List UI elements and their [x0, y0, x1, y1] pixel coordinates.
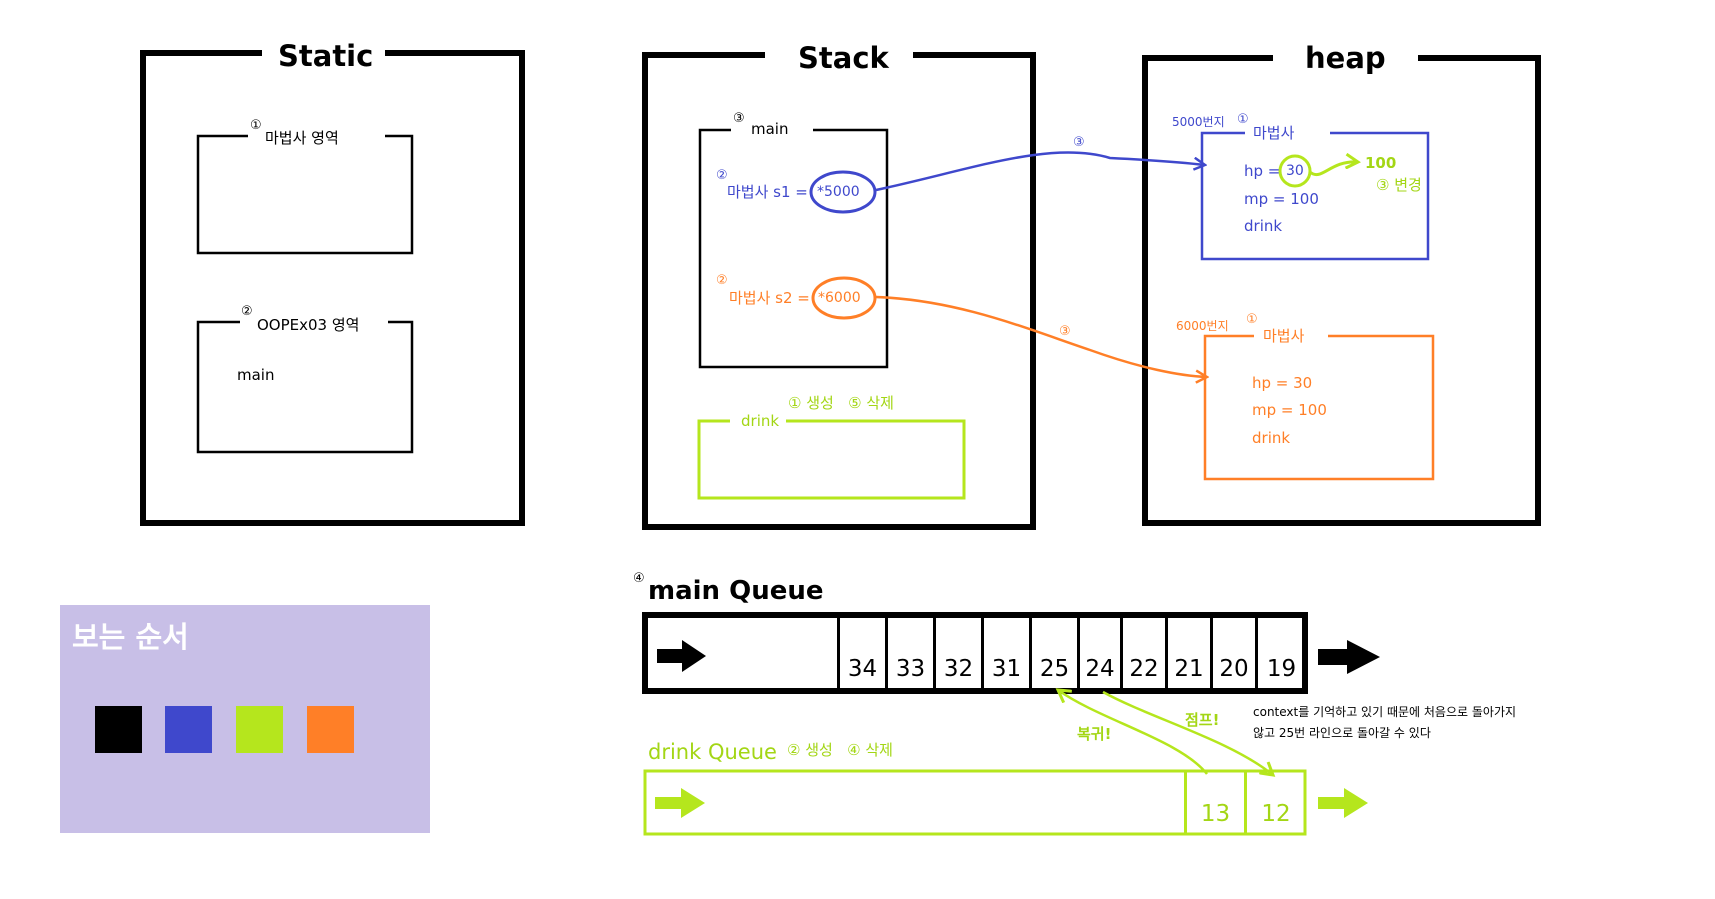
drink-frame-box	[697, 419, 966, 500]
s1-label: 마법사 s1 =	[727, 183, 808, 201]
main-queue-title: main Queue	[648, 576, 824, 606]
legend-title: 보는 순서	[72, 620, 189, 654]
context-note-line1: context를 기억하고 있기 때문에 처음으로 돌아가지	[1253, 705, 1517, 719]
heap-obj1-box	[1200, 131, 1430, 261]
heap-box	[1142, 55, 1541, 526]
drink-queue-in-arrow	[655, 788, 705, 818]
main-queue-box	[642, 612, 1308, 694]
obj1-hp-new-value: 100	[1365, 154, 1397, 172]
obj2-drink: drink	[1252, 429, 1291, 447]
drink-queue-box	[643, 769, 1307, 836]
obj2-address: 6000번지	[1176, 319, 1229, 333]
obj1-address: 5000번지	[1172, 115, 1225, 129]
s2-ref: *6000	[818, 290, 861, 306]
main-queue-cells: 34 33 32 31 25 24 22 21 20 19	[645, 615, 1305, 691]
drink-queue-cell: 13	[1184, 771, 1244, 834]
ref-arrow-s2	[875, 295, 1207, 377]
main-queue: 34 33 32 31 25 24 22 21 20 19	[645, 615, 1305, 691]
drink-queue-note: ② 생성 ④ 삭제	[787, 741, 893, 759]
obj1-number: ①	[1237, 112, 1249, 127]
obj1-change-note: ③ 변경	[1376, 176, 1422, 194]
drink-queue: 13 12	[645, 771, 1305, 834]
main-queue-in-arrow	[657, 640, 706, 672]
return-label: 복귀!	[1077, 725, 1112, 743]
class-area-label: OOPEx03 영역	[257, 316, 360, 334]
main-queue-cell: 32	[933, 615, 981, 691]
obj1-mp: mp = 100	[1244, 190, 1319, 208]
s1-number: ②	[716, 168, 728, 183]
drink-queue-cell: 12	[1244, 771, 1305, 834]
ref-s2-ellipse	[811, 276, 877, 320]
main-queue-cell: 33	[885, 615, 933, 691]
legend-swatch-orange	[307, 706, 354, 753]
obj2-mp: mp = 100	[1252, 401, 1327, 419]
main-queue-cell: 24	[1077, 615, 1120, 691]
return-arrow	[1058, 690, 1208, 775]
obj2-label: 마법사	[1263, 327, 1305, 345]
main-queue-cell: 20	[1210, 615, 1255, 691]
hp-change-arrow	[1309, 162, 1358, 177]
ref-s1-ellipse	[809, 170, 877, 214]
obj1-label: 마법사	[1253, 124, 1295, 142]
legend-swatch-black	[95, 706, 142, 753]
drink-queue-out-arrow	[1318, 788, 1368, 818]
stack-title: Stack	[798, 41, 889, 75]
main-queue-cell: 21	[1165, 615, 1210, 691]
stack-box	[642, 52, 1036, 530]
heap-title: heap	[1305, 41, 1386, 75]
ref-arrow-s1-label: ③	[1073, 135, 1085, 150]
main-frame-label: main	[751, 120, 789, 138]
jump-arrow	[1102, 690, 1273, 775]
obj1-drink: drink	[1244, 217, 1283, 235]
obj1-hp-value: 30	[1286, 163, 1304, 179]
s2-label: 마법사 s2 =	[729, 289, 810, 307]
main-queue-cell: 34	[837, 615, 885, 691]
obj2-number: ①	[1246, 312, 1258, 327]
main-queue-out-arrow	[1318, 640, 1380, 674]
class-area-main: main	[237, 366, 275, 384]
main-frame-box	[698, 128, 889, 369]
legend-swatch-blue	[165, 706, 212, 753]
jump-label: 점프!	[1185, 711, 1220, 729]
class-area-number: ②	[241, 304, 253, 319]
main-frame-number: ③	[733, 111, 745, 126]
s2-number: ②	[716, 273, 728, 288]
heap-obj2-box	[1203, 334, 1435, 481]
hp-circle	[1278, 154, 1312, 188]
drink-queue-title: drink Queue	[648, 740, 777, 764]
static-title: Static	[278, 39, 374, 73]
drink-frame-note: ① 생성 ⑤ 삭제	[788, 394, 894, 412]
main-queue-cell: 25	[1029, 615, 1077, 691]
wizard-area-number: ①	[250, 118, 262, 133]
legend-panel: 보는 순서	[60, 605, 430, 833]
wizard-area-label: 마법사 영역	[265, 129, 339, 147]
main-queue-cell: 19	[1255, 615, 1305, 691]
wizard-area-box	[196, 134, 414, 255]
legend-swatch-green	[236, 706, 283, 753]
ref-arrow-s1	[875, 151, 1205, 192]
main-queue-number: ④	[633, 571, 645, 586]
ref-arrow-s2-label: ③	[1059, 324, 1071, 339]
main-queue-cell: 22	[1120, 615, 1165, 691]
s1-ref: *5000	[817, 184, 860, 200]
class-area-box	[196, 320, 414, 454]
context-note-line2: 않고 25번 라인으로 돌아갈 수 있다	[1253, 726, 1431, 740]
obj2-hp: hp = 30	[1252, 374, 1313, 392]
drink-queue-cells: 13 12	[645, 771, 1305, 834]
drink-frame-label: drink	[741, 412, 780, 430]
static-box	[140, 50, 525, 526]
main-queue-cell: 31	[981, 615, 1029, 691]
obj1-hp-label: hp =	[1244, 162, 1281, 180]
